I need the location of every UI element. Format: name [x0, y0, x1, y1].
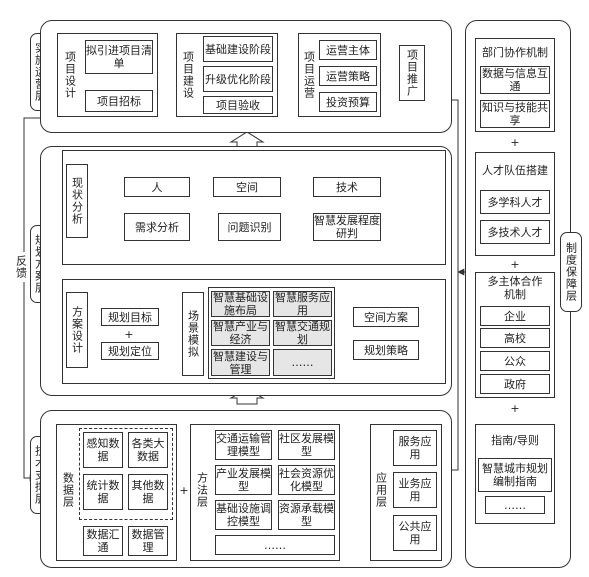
app-item: 服务应用: [393, 430, 437, 466]
data-op: 数据汇通: [83, 526, 123, 556]
method-item: 资源承载模型: [278, 500, 335, 530]
analysis-factor: 技术: [313, 177, 381, 197]
guide-title: 指南/导则: [491, 433, 539, 447]
feedback-label: 反馈: [14, 252, 28, 282]
institution-connector: [452, 99, 459, 471]
scene-item: 智慧产业与经济: [211, 320, 270, 346]
method-item: 社会资源优化模型: [278, 465, 335, 495]
analysis-result: 问题识别: [218, 213, 281, 241]
coop-item: 数据与信息互通: [480, 66, 550, 94]
scene-item: ……: [273, 349, 332, 376]
project-design-item: 拟引进项目清单: [85, 40, 153, 74]
project-promote: 项目推广: [399, 45, 425, 101]
method-item: 产业发展模型: [215, 465, 272, 495]
multi-item: 政府: [480, 374, 550, 394]
analysis-result: 需求分析: [124, 213, 190, 241]
plus-sign: +: [179, 484, 189, 497]
plus-sign: +: [510, 136, 520, 149]
multi-item: 公众: [480, 351, 550, 371]
scheme-title: 方案设计: [66, 292, 88, 368]
project-build-item: 基础建设阶段: [203, 36, 273, 62]
plus-sign: +: [510, 402, 520, 415]
data-op: 数据管理: [128, 526, 168, 556]
analysis-group: [62, 150, 446, 265]
data-layer-title: 数据层: [61, 472, 75, 508]
project-build-title: 项目建设: [181, 51, 195, 99]
scheme-input: 规划定位: [101, 342, 159, 360]
method-layer-title: 方法层: [195, 472, 209, 508]
talent-item: 多学科人才: [480, 190, 550, 214]
data-item: 统计数据: [83, 474, 123, 510]
scheme-input: 规划目标: [101, 308, 159, 326]
coop-title: 部门协作机制: [482, 45, 548, 59]
scene-item: 智慧交通规划: [273, 320, 332, 346]
scene-item: 智慧服务应用: [273, 291, 332, 317]
project-operate-item: 运营主体: [319, 40, 377, 60]
analysis-factor: 人: [124, 177, 190, 197]
data-item: 各类大数据: [128, 432, 168, 468]
scene-item: 智慧建设与管理: [211, 349, 270, 376]
method-item: 基础设施调控模型: [215, 500, 272, 530]
talent-item: 多技术人才: [480, 220, 550, 244]
project-operate-item: 投资预算: [319, 92, 377, 112]
scene-item: 智慧基础设施布局: [211, 291, 270, 317]
guide-item: ……: [485, 496, 545, 514]
method-item: ……: [215, 535, 335, 555]
guide-item: 智慧城市规划编制指南: [478, 458, 552, 492]
project-design-title: 项目设计: [63, 51, 77, 99]
talent-title: 人才队伍搭建: [482, 163, 548, 177]
scheme-output: 规划策略: [353, 340, 419, 360]
plus-sign: +: [510, 258, 520, 271]
project-build-item: 项目验收: [203, 96, 273, 114]
data-item: 其他数据: [128, 474, 168, 510]
multi-item: 企业: [480, 306, 550, 326]
method-item: 交通运输管理模型: [215, 430, 272, 460]
app-item: 公共应用: [393, 515, 437, 551]
multi-title: 多主体合作机制: [487, 275, 543, 301]
data-item: 感知数据: [83, 432, 123, 468]
scene-title: 场景模拟: [182, 292, 204, 376]
analysis-result: 智慧发展程度研判: [313, 213, 381, 241]
scheme-output: 空间方案: [353, 307, 419, 327]
app-item: 业务应用: [393, 472, 437, 508]
app-layer-title: 应用层: [374, 472, 388, 508]
project-operate-item: 运营策略: [319, 66, 377, 86]
method-item: 社区发展模型: [278, 430, 335, 460]
institution-label: 制度保障层: [560, 232, 582, 312]
analysis-factor: 空间: [213, 177, 281, 197]
project-operate-title: 项目运营: [302, 51, 316, 99]
analysis-title: 现状分析: [66, 164, 88, 238]
coop-item: 知识与技能共享: [480, 100, 550, 128]
multi-item: 高校: [480, 328, 550, 348]
plus-sign: +: [124, 328, 134, 341]
project-design-item: 项目招标: [85, 90, 153, 112]
project-build-item: 升级优化阶段: [203, 66, 273, 92]
